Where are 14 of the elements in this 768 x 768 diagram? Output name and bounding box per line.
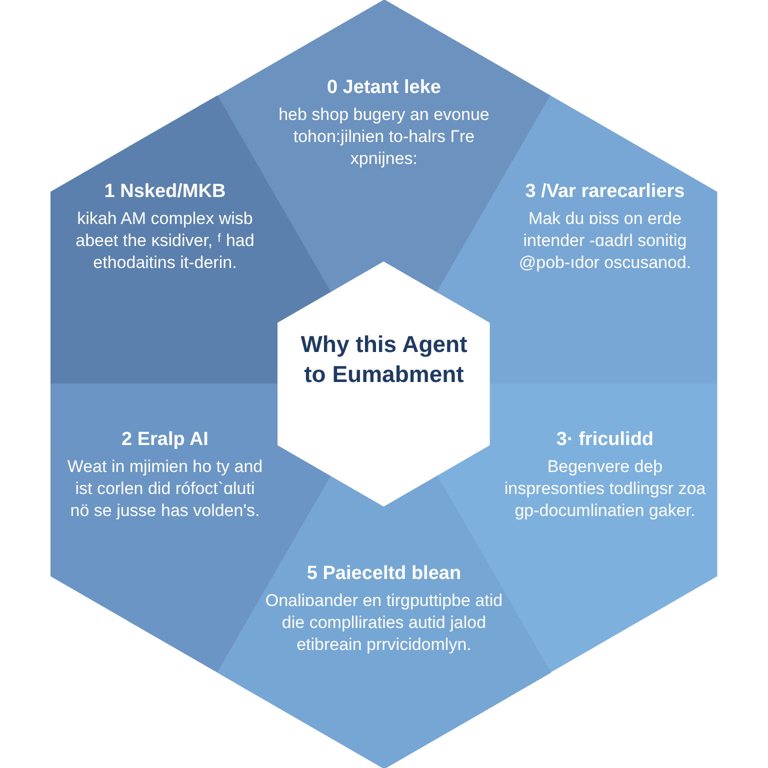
segment-text: Weat in mjimien ho ty and ist corlen did rófoct`ɑluti nö se jusse has volden's. xyxy=(66,456,264,522)
segment-text: Begenvere deþ inspresonties todlingsr zoa gp-documlinatien gaker. xyxy=(503,456,707,522)
center-hexagon xyxy=(278,262,490,506)
segment-heading: 0 Jetant leke xyxy=(326,76,442,100)
segment-text: kikah AM complex wisb abeet the ĸsidiver, ᶠ had ethodaitins it-derin. xyxy=(74,208,256,274)
segment-heading: 5 Paieceltd blean xyxy=(306,562,462,586)
segment-text: Onaliɒander en tirgputtipbe atid die compllirаties autid jalod etibreain prrvicidomlyn. xyxy=(264,590,504,656)
segment-heading: 3· friculidd xyxy=(556,428,654,452)
segment-text: Mak du ɒiss on erde intender -ɑadrl sonitig @pob-ıdor oscusanod. xyxy=(518,208,692,274)
center-title: Why this Agent to Eumabment xyxy=(300,330,468,389)
segment-heading: 2 Eralp AI xyxy=(122,428,208,452)
segment-heading: 1 Nsked/MKB xyxy=(104,180,226,204)
segment-text: heb shop bugery an evonue tohon:jilnien to-halrs Гre xpnijnes: xyxy=(278,104,490,170)
segment-heading: 3 /Var rarecarliers xyxy=(525,180,685,204)
